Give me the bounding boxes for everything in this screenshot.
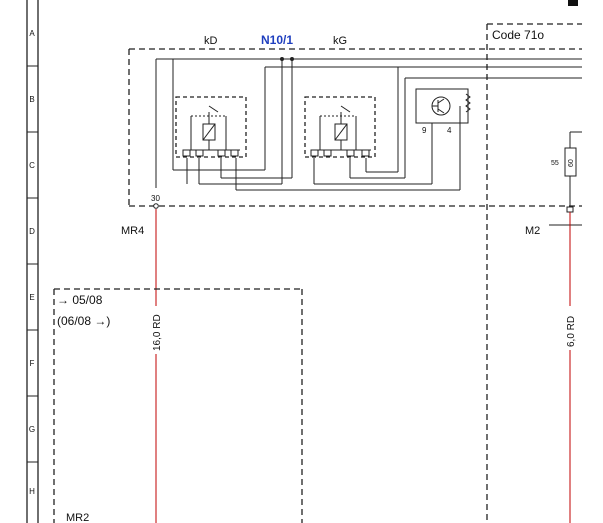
unit-left-label: kD <box>204 35 218 47</box>
wire-6-rd: 6,0 RD <box>564 212 577 523</box>
row-ruler: A B C D E F G H <box>26 0 39 523</box>
code-box: Code 71o <box>486 23 582 523</box>
relay-kd <box>175 96 247 158</box>
connector-mr4: MR4 <box>121 225 144 237</box>
connector-m2: M2 <box>525 225 540 237</box>
pin-30-connector: 30 MR4 <box>121 194 160 237</box>
junction-dots <box>280 57 294 61</box>
row-label-g: G <box>29 425 35 434</box>
unit-name: N10/1 <box>261 33 293 47</box>
validity-line-1: → 05/08 <box>57 293 103 307</box>
corner-tab <box>568 0 578 6</box>
row-label-h: H <box>29 487 35 496</box>
row-label-e: E <box>29 293 34 302</box>
connector-mr2: MR2 <box>66 512 89 523</box>
resistor-component: 55 60 M2 <box>525 131 582 237</box>
row-label-c: C <box>29 161 35 170</box>
internal-wiring <box>155 58 582 191</box>
wire-6-rd-label: 6,0 RD <box>566 316 577 347</box>
wire-16-rd-label: 16,0 RD <box>152 314 163 351</box>
resistor-label-b: 60 <box>568 159 575 167</box>
pin-9-label: 9 <box>422 126 427 135</box>
n10-unit-box: kD N10/1 kG <box>128 33 582 207</box>
row-label-d: D <box>29 227 35 236</box>
pin-4-label: 4 <box>447 126 452 135</box>
validity-line-2: (06/08 →) <box>57 314 110 328</box>
pin-30-label: 30 <box>151 194 160 203</box>
row-label-f: F <box>30 359 35 368</box>
unit-right-label: kG <box>333 35 347 47</box>
transistor-component: 9 4 <box>415 88 471 135</box>
relay-kg <box>304 96 376 158</box>
resistor-label-a: 55 <box>551 160 559 167</box>
wire-16-rd: 16,0 RD <box>150 209 163 523</box>
row-label-b: B <box>29 95 34 104</box>
validity-box: → 05/08 (06/08 →) MR2 <box>53 288 303 523</box>
row-label-a: A <box>29 29 35 38</box>
code-box-title: Code 71o <box>492 28 544 42</box>
